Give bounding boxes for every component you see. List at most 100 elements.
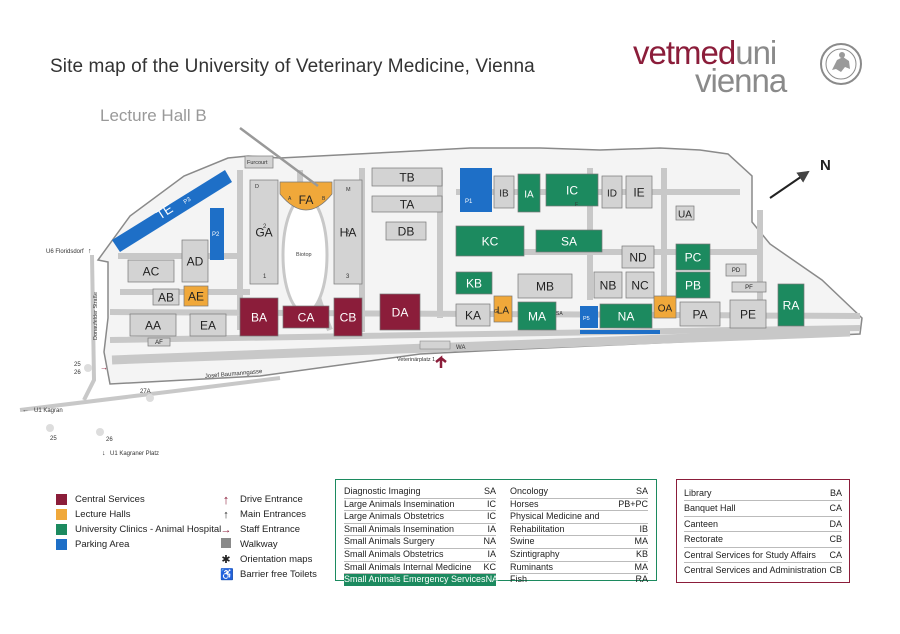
building-ca[interactable] (282, 305, 330, 329)
ic-f-label: F (575, 202, 578, 208)
directory-code: MA (634, 561, 649, 572)
building-ta[interactable] (371, 195, 443, 213)
building-af[interactable] (147, 337, 171, 347)
north-label: N (820, 157, 831, 174)
directory-name: Diagnostic Imaging (344, 486, 421, 496)
building-label-mb: MB (536, 280, 554, 294)
ga-d-label: D (255, 184, 259, 190)
directory-row[interactable]: Ruminants MA (510, 562, 648, 575)
parking-p5-label: P5 (583, 316, 590, 322)
building-cb[interactable] (333, 297, 363, 337)
directory-code: KC (483, 561, 496, 572)
building-label-db: DB (398, 225, 415, 239)
building-ha[interactable] (333, 179, 363, 285)
building-mb[interactable] (517, 273, 573, 299)
building-oa[interactable] (653, 295, 677, 319)
building-ba[interactable] (239, 297, 279, 337)
walkway-icon (220, 538, 232, 551)
building-label-ib: IB (499, 189, 509, 200)
building-ad[interactable] (181, 239, 209, 283)
building-db[interactable] (385, 221, 427, 241)
building-da[interactable] (379, 293, 421, 331)
building-kb[interactable] (455, 271, 493, 295)
building-label-pb: PB (685, 279, 701, 293)
lecture-hall-b-callout: Lecture Hall B (100, 106, 207, 125)
building-label-af: AF (155, 340, 163, 346)
building-nd[interactable] (621, 245, 655, 269)
building-ae[interactable] (183, 285, 209, 307)
building-nc[interactable] (625, 271, 655, 299)
vetmeduni-logo[interactable]: vetmeduni vienna (633, 36, 863, 98)
directory-row[interactable]: Physical Medicine and (510, 511, 648, 524)
building-ra[interactable] (777, 283, 805, 327)
building-wa (419, 340, 451, 350)
building-kc[interactable] (455, 225, 525, 257)
building-ab[interactable] (152, 288, 180, 306)
building-label-ba: BA (251, 311, 267, 325)
directory-name: Rehabilitation (510, 523, 565, 534)
building-label-ha: HA (340, 226, 357, 240)
building-fa[interactable] (279, 181, 333, 211)
building-aa[interactable] (129, 313, 177, 337)
building-ka[interactable] (455, 303, 491, 327)
building-ga[interactable] (249, 179, 279, 285)
fa-b-label: B (322, 196, 326, 202)
building-ea[interactable] (189, 313, 227, 337)
directory-code: BA (829, 488, 842, 498)
legend-label: Barrier free Toilets (240, 569, 317, 580)
building-label-ta: TA (400, 198, 414, 212)
building-ie[interactable] (625, 175, 653, 209)
building-pf[interactable] (731, 281, 767, 293)
directory-code: IA (487, 523, 496, 534)
building-label-nb: NB (600, 279, 617, 293)
building-label-pf: PF (745, 285, 753, 291)
building-sa[interactable] (535, 229, 603, 253)
building-ac[interactable] (127, 259, 175, 283)
building-ic[interactable] (545, 173, 599, 207)
directory-name: Ruminants (510, 561, 554, 572)
building-pe[interactable] (729, 299, 767, 329)
building-ma[interactable] (517, 301, 557, 331)
building-id[interactable] (601, 175, 623, 209)
building-ia[interactable] (517, 173, 541, 213)
building-na[interactable] (599, 303, 653, 329)
building-la[interactable] (493, 295, 513, 323)
building-ib[interactable] (493, 175, 515, 209)
building-label-ac: AC (143, 265, 160, 279)
wa-label: WA (456, 345, 465, 351)
building-label-pe: PE (740, 308, 756, 322)
building-pd[interactable] (725, 263, 747, 277)
parking-p2 (210, 208, 224, 260)
bus-26-label: 26 (74, 370, 81, 376)
building-nb[interactable] (593, 271, 623, 299)
building-label-ma: MA (528, 310, 546, 324)
north-arrow-icon (769, 170, 810, 199)
building-pb[interactable] (675, 271, 711, 299)
building-pa[interactable] (679, 301, 721, 327)
building-pc[interactable] (675, 243, 711, 271)
building-tb[interactable] (371, 167, 443, 187)
building-label-sa: SA (561, 235, 577, 249)
building-ua[interactable] (675, 205, 695, 221)
